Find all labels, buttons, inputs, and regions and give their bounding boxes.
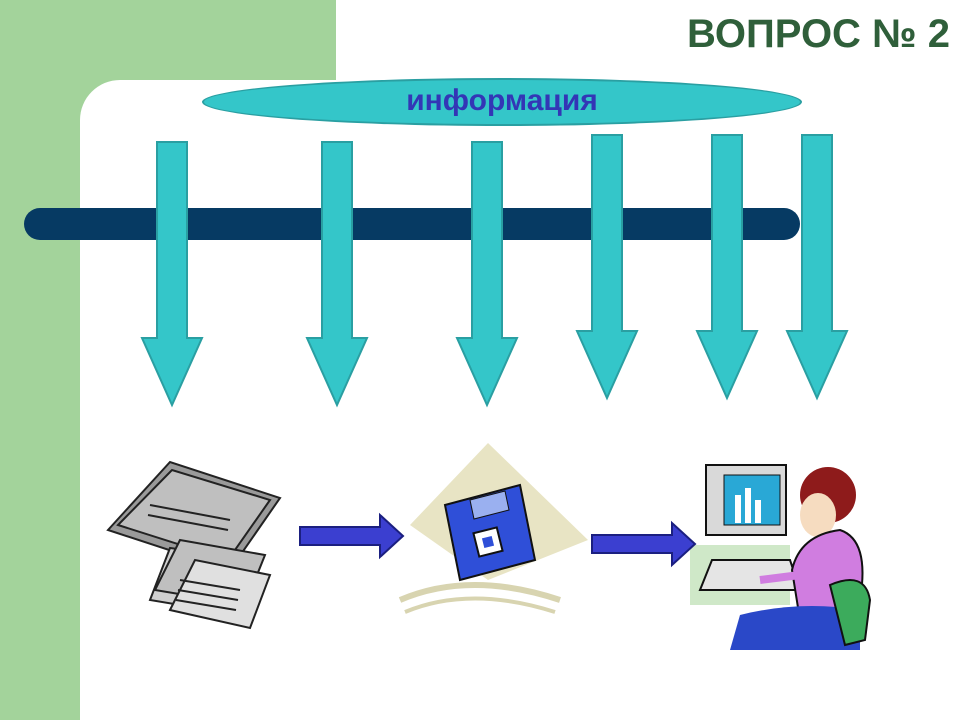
slide-title: ВОПРОС № 2 [687,12,950,56]
down-arrow-icon [575,134,639,401]
top-green-band [80,0,336,120]
right-arrow-icon [299,512,405,560]
document-stack-icon [106,460,282,630]
information-label: информация [406,84,598,117]
person-at-computer-icon [690,464,872,650]
down-arrow-icon [305,141,369,408]
down-arrow-icon [695,134,759,401]
down-arrow-icon [140,141,204,408]
information-ellipse [202,78,802,126]
down-arrow-icon [455,141,519,408]
floppy-disk-icon [398,443,588,614]
left-green-band [0,0,80,720]
down-arrow-icon [785,134,849,401]
information-stream-bar [24,208,800,240]
right-arrow-icon [591,520,697,568]
